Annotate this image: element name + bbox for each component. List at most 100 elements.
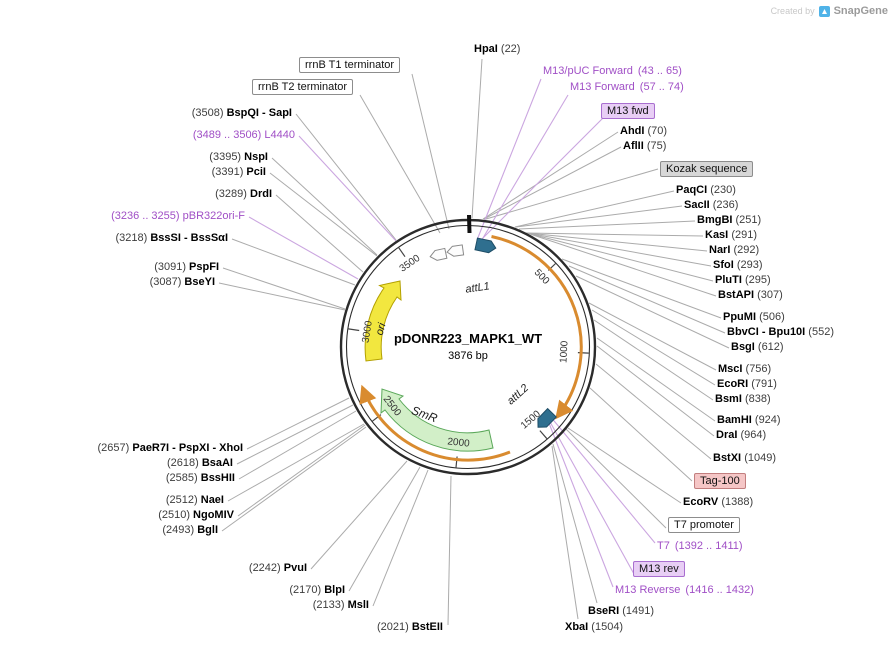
site-label[interactable]: BstAPI (307) [718, 289, 783, 302]
site-position: (1504) [591, 621, 624, 633]
site-name: BssHII [200, 472, 235, 484]
site-name: PpuMI [723, 311, 756, 323]
site-label[interactable]: BmgBI (251) [697, 214, 761, 227]
attl1-feature-arrow[interactable] [474, 237, 497, 254]
feature-label-t7-promoter[interactable]: T7 promoter [668, 517, 740, 533]
site-label[interactable]: AhdI (70) [620, 125, 667, 138]
site-label[interactable]: NarI (292) [709, 244, 759, 257]
origin-marker [467, 214, 472, 234]
site-label[interactable]: (2242) PvuI [97, 562, 307, 575]
primer-name: T7 [657, 540, 670, 552]
primer-label[interactable]: (3236 .. 3255) pBR322ori-F [35, 210, 245, 223]
site-label[interactable]: (2618) BsaAI [23, 457, 233, 470]
site-label[interactable]: PpuMI (506) [723, 311, 785, 324]
feature-label-kozak-sequence[interactable]: Kozak sequence [660, 161, 754, 177]
site-label[interactable]: KasI (291) [705, 229, 757, 242]
site-position: (3508) [191, 107, 224, 119]
site-label[interactable]: SacII (236) [684, 199, 738, 212]
feature-label-m13-fwd[interactable]: M13 fwd [601, 103, 655, 119]
site-name: MscI [718, 363, 743, 375]
primer-label[interactable]: M13 Forward(57 .. 74) [570, 81, 684, 94]
site-label[interactable]: (2510) NgoMIV [24, 509, 234, 522]
site-label[interactable]: BsmI (838) [715, 393, 771, 406]
site-name: DrdI [250, 188, 272, 200]
site-label[interactable]: AflII (75) [623, 140, 666, 153]
site-label[interactable]: HpaI (22) [474, 43, 520, 56]
site-position: (838) [744, 393, 771, 405]
ori-feature-arrow[interactable] [364, 280, 402, 362]
site-label[interactable]: (3091) PspFI [9, 261, 219, 274]
site-label[interactable]: (3289) DrdI [62, 188, 272, 201]
feature-label-m13-rev[interactable]: M13 rev [633, 561, 685, 577]
site-name: BseYI [184, 276, 215, 288]
site-label[interactable]: BseRI (1491) [588, 605, 654, 618]
site-label[interactable]: (2657) PaeR7I - PspXI - XhoI [33, 442, 244, 455]
site-label[interactable]: (2170) BlpI [135, 584, 345, 597]
site-position: (3218) [115, 232, 148, 244]
site-label[interactable]: DraI (964) [716, 429, 766, 442]
site-position: (307) [757, 289, 783, 301]
site-name: KasI [705, 229, 729, 241]
site-name: NarI [709, 244, 731, 256]
site-name: BbvCI - Bpu10I [727, 326, 806, 338]
site-label[interactable]: PluTI (295) [715, 274, 771, 287]
site-label[interactable]: SfoI (293) [713, 259, 763, 272]
site-label[interactable]: (2133) MslI [159, 599, 369, 612]
site-position: (2493) [162, 524, 195, 536]
primer-label[interactable]: M13/pUC Forward(43 .. 65) [543, 65, 682, 78]
site-position: (291) [731, 229, 757, 241]
site-position: (791) [751, 378, 777, 390]
site-label[interactable]: (3508) BspQI - SapI [82, 107, 292, 120]
feature-label-attl2[interactable]: attL2 [505, 382, 531, 407]
site-position: (295) [744, 274, 771, 286]
site-label[interactable]: BamHI (924) [717, 414, 781, 427]
feature-label-ori[interactable]: ori [374, 321, 389, 336]
site-label[interactable]: PaqCI (230) [676, 184, 736, 197]
site-label[interactable]: XbaI (1504) [565, 621, 623, 634]
site-label[interactable]: BbvCI - Bpu10I (552) [727, 326, 834, 339]
orf-arc[interactable] [359, 384, 511, 462]
site-label[interactable]: EcoRI (791) [717, 378, 777, 391]
primer-name: M13/pUC Forward [543, 65, 633, 77]
site-label[interactable]: (3395) NspI [58, 151, 268, 164]
site-name: AflII [623, 140, 644, 152]
tick-label: 1000 [558, 340, 570, 363]
site-label[interactable]: (2512) NaeI [14, 494, 224, 507]
site-name: EcoRI [717, 378, 749, 390]
site-label[interactable]: MscI (756) [718, 363, 771, 376]
primer-connector-lines [248, 78, 656, 588]
tick-label: 2000 [447, 436, 471, 449]
site-label[interactable]: (2585) BssHII [25, 472, 235, 485]
site-label[interactable]: BstXI (1049) [713, 452, 776, 465]
site-label[interactable]: BsgI (612) [731, 341, 784, 354]
site-position: (506) [759, 311, 785, 323]
watermark-brand: SnapGene [833, 5, 888, 17]
site-label[interactable]: (2493) BglI [8, 524, 218, 537]
site-position: (3289) [215, 188, 247, 200]
primer-label[interactable]: M13 Reverse(1416 .. 1432) [615, 584, 754, 597]
site-label[interactable]: (3391) PciI [56, 166, 266, 179]
feature-label-attl1[interactable]: attL1 [465, 280, 491, 295]
primer-label[interactable]: T7(1392 .. 1411) [657, 540, 743, 553]
site-label[interactable]: (3218) BssSI - BssSαI [18, 232, 228, 245]
primer-name: L4440 [264, 129, 295, 141]
attl2-feature-arrow[interactable] [534, 407, 557, 432]
insert-cds-arc[interactable] [491, 235, 583, 420]
feature-label-rrnb-t1-terminator[interactable]: rrnB T1 terminator [299, 57, 401, 73]
site-position: (756) [745, 363, 772, 375]
site-label[interactable]: (2021) BstEII [233, 621, 443, 634]
site-name: NspI [244, 151, 268, 163]
feature-label-rrnb-t2-terminator[interactable]: rrnB T2 terminator [252, 79, 354, 95]
site-label[interactable]: (3087) BseYI [5, 276, 215, 289]
primer-label[interactable]: (3489 .. 3506) L4440 [85, 129, 295, 142]
site-label[interactable]: EcoRV (1388) [683, 496, 753, 509]
feature-label-tag-100[interactable]: Tag-100 [694, 473, 746, 489]
site-position: (3395) [209, 151, 242, 163]
site-position: (552) [808, 326, 834, 338]
site-position: (1388) [721, 496, 754, 508]
site-position: (2657) [97, 442, 130, 454]
rrnb-terminator-arrows[interactable] [429, 244, 465, 262]
smr-feature-arrow[interactable] [380, 388, 494, 452]
site-position: (22) [500, 43, 521, 55]
